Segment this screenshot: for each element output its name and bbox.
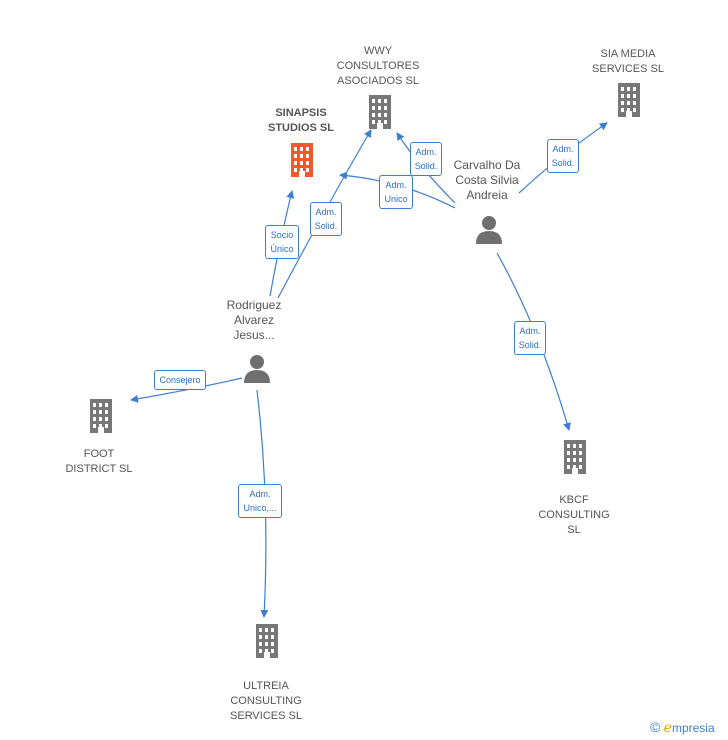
brand-name: mpresia	[671, 721, 715, 735]
copyright-symbol: ©	[650, 719, 661, 735]
person-label[interactable]: Carvalho Da Costa Silvia Andreia	[453, 157, 521, 202]
building-icon[interactable]	[289, 143, 315, 182]
empresia-brand: © empresia	[650, 719, 715, 736]
building-icon[interactable]	[367, 95, 393, 134]
building-icon[interactable]	[88, 399, 114, 438]
building-icon[interactable]	[616, 83, 642, 122]
edge-label: Adm. Unico,...	[238, 484, 282, 518]
building-icon[interactable]	[254, 624, 280, 663]
edge-label: Adm. Solid.	[546, 139, 580, 173]
building-icon[interactable]	[562, 440, 588, 479]
person-icon[interactable]	[242, 353, 272, 388]
edge-label: Adm. Solid.	[309, 202, 343, 236]
company-label[interactable]: SINAPSIS STUDIOS SL	[267, 107, 334, 134]
company-label[interactable]: SIA MEDIA SERVICES SL	[592, 48, 664, 75]
edge-label: Adm. Solid.	[513, 321, 547, 355]
company-label[interactable]: WWY CONSULTORES ASOCIADOS SL	[336, 44, 420, 87]
edge-label: Adm. Unico	[379, 175, 413, 209]
company-label[interactable]: KBCF CONSULTING SL	[538, 493, 610, 536]
brand-e-logo: e	[663, 720, 672, 736]
edge-label: Consejero	[154, 370, 206, 390]
company-label[interactable]: FOOT DISTRICT SL	[65, 447, 133, 475]
company-label[interactable]: ULTREIA CONSULTING SERVICES SL	[230, 679, 302, 722]
person-label[interactable]: Rodriguez Alvarez Jesus...	[226, 297, 282, 342]
edge-label: Socio Único	[265, 225, 299, 259]
edge-label: Adm. Solid.	[409, 142, 443, 176]
person-icon[interactable]	[474, 214, 504, 249]
